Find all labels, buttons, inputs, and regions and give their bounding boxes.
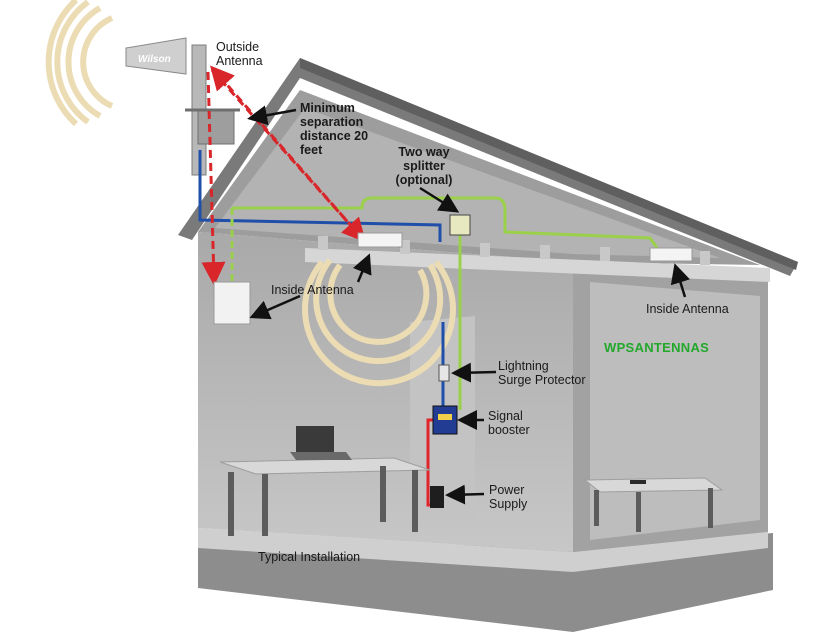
two-way-splitter-label: Two way splitter (optional) [395,145,453,187]
floor [198,528,768,572]
surge-protector-icon [438,364,450,382]
blue-cable-outside [198,150,442,242]
separation-arrow-1 [201,71,226,286]
outside-signal-waves [45,0,114,127]
wall-antenna-icon [213,281,251,325]
watermark: WPSANTENNAS [604,340,710,355]
inside-antenna-icon-right [649,247,693,262]
power-supply-label: Power Supply [489,483,528,511]
room-back-right [590,282,760,540]
roof-edge [300,58,798,270]
signal-booster-label: Signal booster [488,409,530,437]
phone-icon [630,480,646,484]
inside-antenna-right-label: Inside Antenna [646,302,729,316]
splitter-icon [449,214,471,236]
mast-bracket [197,109,235,145]
power-supply-icon [430,486,444,508]
inside-signal-waves [302,258,456,387]
green-cable-splitter [232,196,662,253]
typical-installation-label: Typical Installation [258,550,361,564]
joists [318,236,710,265]
ceiling-beam [305,248,770,282]
surge-protector-label: Lightning Surge Protector [498,359,586,387]
label-arrows [247,105,690,505]
outside-antenna-icon: Wilson [125,37,187,75]
minimum-separation-label: Minimum separation distance 20 feet [300,101,369,157]
desk-right [583,477,724,532]
inside-antenna-icon [357,232,403,248]
outside-antenna-label: Outside Antenna [216,40,263,68]
laptop-icon [290,426,352,460]
inside-antenna-left-label: Inside Antenna [271,283,354,297]
separation-arrow-3 [210,65,364,239]
wilson-logo: Wilson [138,54,171,65]
separation-arrow-2 [210,69,366,243]
